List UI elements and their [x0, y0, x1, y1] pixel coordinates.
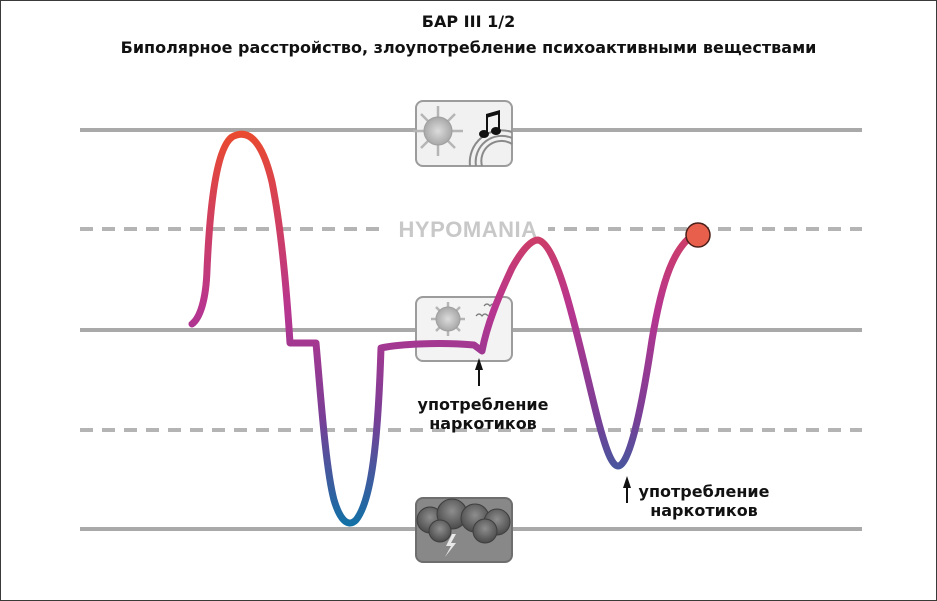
diagram-subtitle: Биполярное расстройство, злоупотребление… [120, 38, 817, 57]
endpoint-marker [685, 222, 711, 248]
annotation-arrow-2 [623, 476, 631, 503]
diagram-title: БАР III 1/2 [421, 12, 516, 31]
drug-use-annotation-2: употребление наркотиков [628, 482, 780, 520]
annotation-2-line-2: наркотиков [650, 501, 758, 520]
sun-rainbow-music-icon [413, 100, 513, 167]
hypomania-label: HYPOMANIA [399, 217, 538, 242]
annotation-arrow-1 [475, 358, 483, 386]
annotation-2-line-1: употребление [638, 482, 770, 501]
storm-clouds-icon [415, 497, 513, 563]
annotation-1-line-2: наркотиков [429, 414, 537, 433]
drug-use-annotation-1: употребление наркотиков [405, 395, 561, 433]
hypomania-label-bg [388, 217, 548, 243]
annotation-1-line-1: употребление [417, 395, 549, 414]
mood-curve [188, 130, 700, 527]
